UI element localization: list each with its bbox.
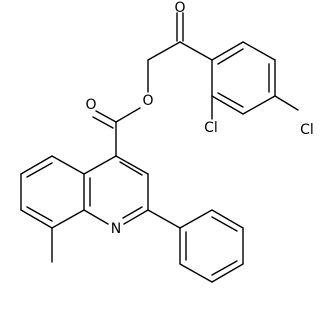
bond: [26, 206, 53, 222]
bond: [83, 155, 117, 175]
bond: [217, 48, 244, 65]
atom-label-nitrogen: N: [111, 221, 121, 237]
bond: [51, 155, 85, 175]
bond: [179, 263, 213, 283]
bond: [20, 209, 53, 229]
bond: [92, 116, 114, 129]
bond: [123, 209, 149, 225]
bond: [51, 209, 85, 229]
bond: [211, 95, 244, 115]
bond: [217, 92, 244, 108]
bond: [115, 107, 141, 123]
bond: [20, 155, 53, 175]
bond: [26, 162, 53, 178]
bond: [147, 41, 181, 61]
bond: [211, 41, 244, 61]
atom-label-oxygen: O: [174, 0, 185, 16]
atom-label-chlorine: Cl: [300, 122, 314, 138]
bond: [179, 41, 213, 61]
bond: [211, 260, 238, 276]
bonds: [20, 12, 299, 283]
bond: [211, 216, 238, 232]
bond: [179, 209, 213, 229]
atom-labels: O O O Cl Cl N: [85, 0, 313, 237]
atom-label-chlorine: Cl: [204, 120, 218, 136]
bond: [119, 161, 143, 176]
bond: [211, 209, 244, 229]
bond: [242, 41, 276, 61]
bond: [147, 209, 181, 229]
bond: [115, 155, 149, 175]
atom-label-oxygen: O: [85, 97, 96, 113]
atom-label-oxygen: O: [142, 93, 153, 109]
bond: [122, 206, 143, 219]
bond: [211, 263, 244, 283]
bond: [242, 95, 276, 115]
bond: [83, 209, 109, 225]
bond: [95, 110, 117, 123]
bond: [274, 95, 299, 111]
